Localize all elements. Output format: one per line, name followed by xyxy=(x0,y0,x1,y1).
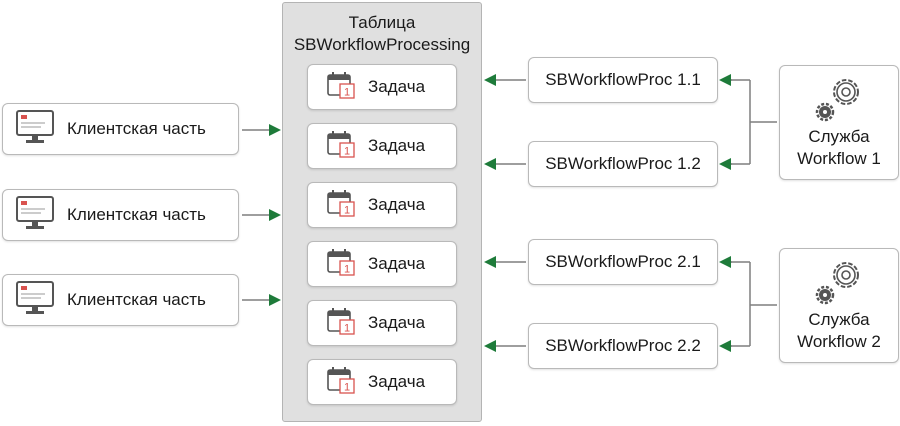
monitor-icon xyxy=(15,195,55,236)
service-label-line1: Служба xyxy=(808,310,870,329)
calendar-icon: 1 xyxy=(326,365,356,400)
task-label: Задача xyxy=(368,254,426,273)
calendar-icon: 1 xyxy=(326,70,356,105)
process-node: SBWorkflowProc 1.1 xyxy=(528,57,718,103)
task-label: Задача xyxy=(368,136,426,155)
calendar-day: 1 xyxy=(344,263,350,275)
service-label: Служба Workflow 1 xyxy=(780,126,898,170)
client-label: Клиентская часть xyxy=(67,205,206,224)
process-label: SBWorkflowProc 2.1 xyxy=(545,252,701,271)
service-label: Служба Workflow 2 xyxy=(780,309,898,353)
calendar-day: 1 xyxy=(344,204,350,216)
calendar-icon: 1 xyxy=(326,129,356,164)
calendar-icon: 1 xyxy=(326,306,356,341)
process-node: SBWorkflowProc 2.1 xyxy=(528,239,718,285)
process-label: SBWorkflowProc 1.1 xyxy=(545,70,701,89)
process-label: SBWorkflowProc 1.2 xyxy=(545,154,701,173)
calendar-day: 1 xyxy=(344,145,350,157)
service-bracket xyxy=(722,79,777,165)
client-label: Клиентская часть xyxy=(67,119,206,138)
service-node: Служба Workflow 2 xyxy=(779,248,899,363)
service-bracket xyxy=(722,261,777,347)
service-node: Служба Workflow 1 xyxy=(779,65,899,180)
task-label: Задача xyxy=(368,195,426,214)
table-title: Таблица SBWorkflowProcessing xyxy=(283,12,481,56)
process-node: SBWorkflowProc 1.2 xyxy=(528,141,718,187)
service-label-line1: Служба xyxy=(808,127,870,146)
calendar-day: 1 xyxy=(344,86,350,98)
task-label: Задача xyxy=(368,372,426,391)
task-row: 1 Задача xyxy=(307,64,457,110)
task-row: 1 Задача xyxy=(307,182,457,228)
table-title-line2: SBWorkflowProcessing xyxy=(293,35,471,54)
gears-icon xyxy=(814,72,870,129)
process-label: SBWorkflowProc 2.2 xyxy=(545,336,701,355)
task-row: 1 Задача xyxy=(307,241,457,287)
process-node: SBWorkflowProc 2.2 xyxy=(528,323,718,369)
task-row: 1 Задача xyxy=(307,359,457,405)
calendar-icon: 1 xyxy=(326,247,356,282)
gears-icon xyxy=(814,255,870,312)
calendar-icon: 1 xyxy=(326,188,356,223)
calendar-day: 1 xyxy=(344,322,350,334)
monitor-icon xyxy=(15,280,55,321)
task-row: 1 Задача xyxy=(307,300,457,346)
monitor-icon xyxy=(15,109,55,150)
task-label: Задача xyxy=(368,77,426,96)
client-node: Клиентская часть xyxy=(2,103,239,155)
calendar-day: 1 xyxy=(344,381,350,393)
service-label-line2: Workflow 2 xyxy=(797,332,881,351)
task-row: 1 Задача xyxy=(307,123,457,169)
client-label: Клиентская часть xyxy=(67,290,206,309)
service-label-line2: Workflow 1 xyxy=(797,149,881,168)
client-node: Клиентская часть xyxy=(2,189,239,241)
client-node: Клиентская часть xyxy=(2,274,239,326)
table-title-line1: Таблица xyxy=(348,13,416,32)
task-label: Задача xyxy=(368,313,426,332)
